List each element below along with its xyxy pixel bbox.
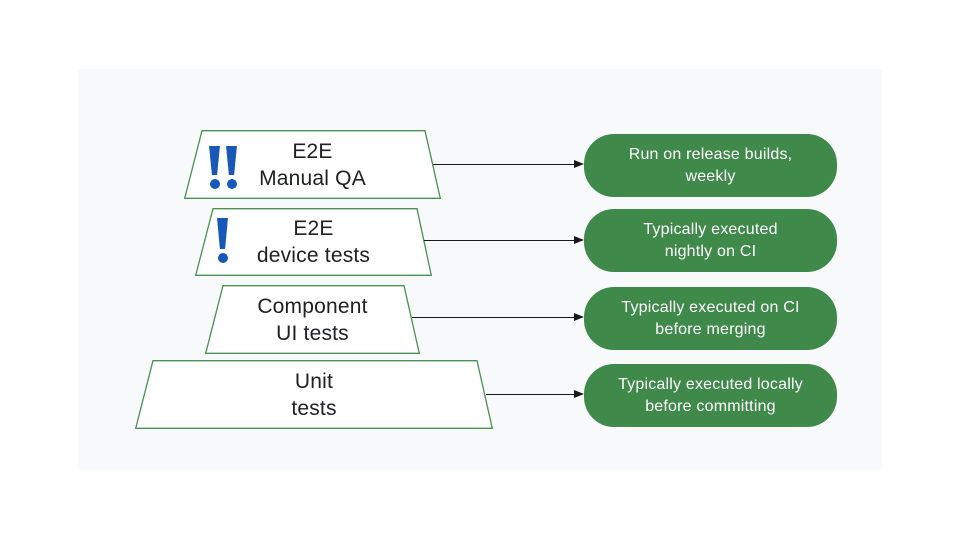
layer-e2e-device-tests: E2E device tests bbox=[194, 208, 433, 276]
layer-label-line2: device tests bbox=[256, 244, 371, 267]
arrow-unit-tests bbox=[486, 389, 584, 398]
layer-label: E2E Manual QA bbox=[184, 130, 441, 199]
layer-label-line2: tests bbox=[291, 396, 337, 420]
exclamation-icon bbox=[216, 218, 229, 263]
layer-e2e-manual-qa: E2E Manual QA bbox=[183, 130, 442, 199]
note-line2: weekly bbox=[685, 167, 736, 185]
note-line1: Typically executed bbox=[643, 220, 778, 238]
note-line2: before committing bbox=[645, 397, 776, 415]
layer-unit-tests: Unit tests bbox=[134, 360, 494, 429]
trapezoid-shape bbox=[134, 360, 494, 429]
trapezoid-shape bbox=[183, 130, 442, 199]
note-line2: before merging bbox=[655, 320, 766, 338]
note-line1: Typically executed on CI bbox=[621, 298, 800, 316]
arrow-e2e-device-tests bbox=[424, 235, 584, 244]
trapezoid-shape bbox=[194, 208, 433, 276]
note-line2: nightly on CI bbox=[664, 242, 757, 260]
layer-component-ui-tests: Component UI tests bbox=[204, 285, 421, 354]
double-exclamation-icon bbox=[208, 146, 238, 189]
layer-label-line2: Manual QA bbox=[259, 166, 366, 190]
trapezoid-shape bbox=[204, 285, 421, 354]
note-e2e-device-tests: Typically executed nightly on CI bbox=[584, 209, 837, 272]
note-line1: Typically executed locally bbox=[618, 375, 803, 393]
note-unit-tests: Typically executed locally before commit… bbox=[584, 364, 837, 427]
note-line1: Run on release builds, bbox=[628, 145, 793, 163]
note-component-ui-tests: Typically executed on CI before merging bbox=[584, 287, 837, 350]
layer-label: E2E device tests bbox=[195, 208, 432, 276]
layer-label-line1: Component bbox=[257, 294, 368, 318]
layer-label-line1: Unit bbox=[294, 369, 334, 393]
arrow-e2e-manual-qa bbox=[433, 159, 584, 168]
layer-label-line2: UI tests bbox=[276, 321, 349, 345]
note-e2e-manual-qa: Run on release builds, weekly bbox=[584, 134, 837, 197]
layer-label: Unit tests bbox=[135, 360, 493, 429]
arrowhead bbox=[574, 389, 584, 398]
arrow-component-ui-tests bbox=[412, 312, 584, 321]
layer-label-line1: E2E bbox=[292, 139, 333, 163]
arrowhead bbox=[574, 312, 584, 321]
arrowhead bbox=[574, 159, 584, 168]
arrowhead bbox=[574, 235, 584, 244]
layer-label: Component UI tests bbox=[205, 285, 420, 354]
layer-label-line1: E2E bbox=[293, 217, 334, 240]
